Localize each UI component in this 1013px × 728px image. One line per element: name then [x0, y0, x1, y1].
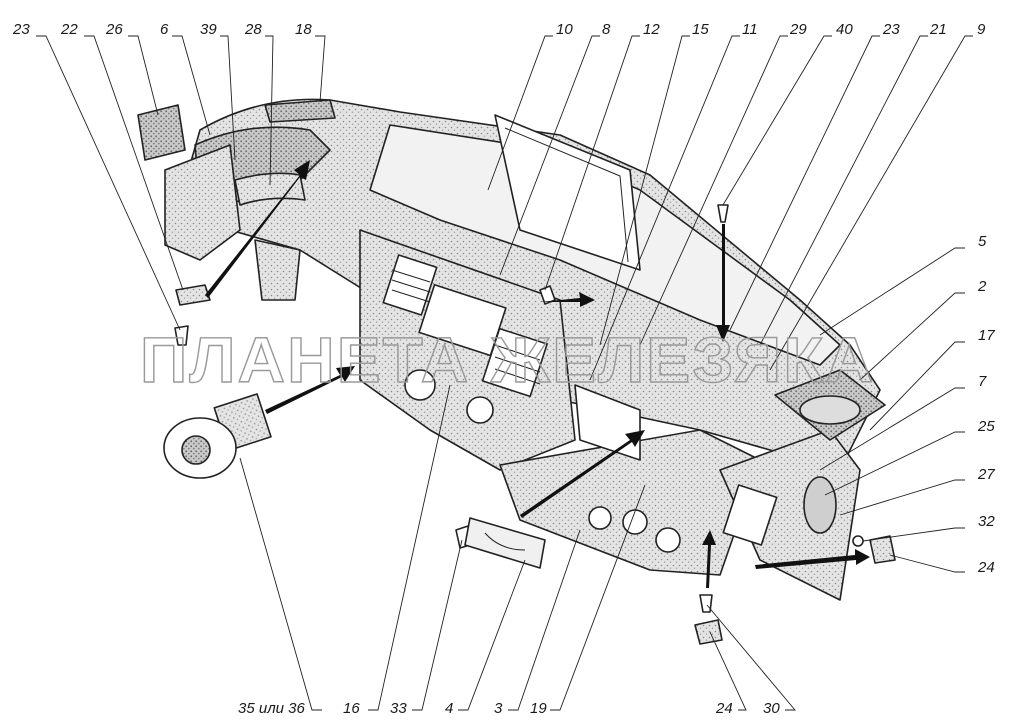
- callout-label: 16: [343, 700, 360, 717]
- callout-label: 33: [390, 700, 407, 717]
- callout-label: 26: [105, 21, 123, 38]
- callout-label: 25: [977, 418, 995, 435]
- callout-label: 18: [295, 21, 312, 38]
- callout-label: 24: [715, 700, 733, 717]
- callout-label: 10: [556, 21, 573, 38]
- callout-label: 22: [60, 21, 78, 38]
- callout-label: 11: [742, 21, 758, 38]
- callout-label: 7: [978, 373, 987, 390]
- callout-label: 5: [978, 233, 987, 250]
- callout-label: 28: [244, 21, 262, 38]
- callout-label: 29: [789, 21, 807, 38]
- callouts-right: 5 2 17 7 25 27 32 24: [977, 233, 995, 576]
- callout-label: 23: [882, 21, 900, 38]
- dashboard-panel: [137, 98, 886, 601]
- assembly-arrows: [205, 160, 870, 588]
- clip-and-screws: [174, 204, 896, 645]
- callouts-bottom: 35 или 36 16 33 4 3 19 24 30: [238, 700, 780, 717]
- callout-label: 17: [978, 327, 995, 344]
- callout-label: 8: [602, 21, 611, 38]
- callouts-top: 23 22 26 6 39 28 18 10 8 12 15 11 29 40 …: [12, 21, 986, 38]
- callout-label: 2: [977, 278, 987, 295]
- callout-label: 39: [200, 21, 217, 38]
- callout-label: 19: [530, 700, 547, 717]
- callout-label: 9: [977, 21, 986, 38]
- watermark-text: ПЛАНЕТА ЖЕЛЕЗЯКА: [140, 324, 875, 396]
- handle-bracket: [464, 517, 546, 569]
- callout-label: 30: [763, 700, 780, 717]
- light-switch-assembly: [163, 393, 272, 479]
- callout-label: 6: [160, 21, 169, 38]
- leader-lines: [36, 35, 973, 711]
- callout-label: 24: [977, 559, 995, 576]
- callout-label: 40: [836, 21, 853, 38]
- callout-label: 4: [445, 700, 453, 717]
- callout-label: 32: [978, 513, 995, 530]
- callout-label: 12: [643, 21, 660, 38]
- callout-label: 35 или 36: [238, 700, 306, 717]
- callout-label: 15: [692, 21, 709, 38]
- callout-label: 23: [12, 21, 30, 38]
- callout-label: 3: [494, 700, 503, 717]
- callout-label: 21: [929, 21, 947, 38]
- callout-label: 27: [977, 466, 995, 483]
